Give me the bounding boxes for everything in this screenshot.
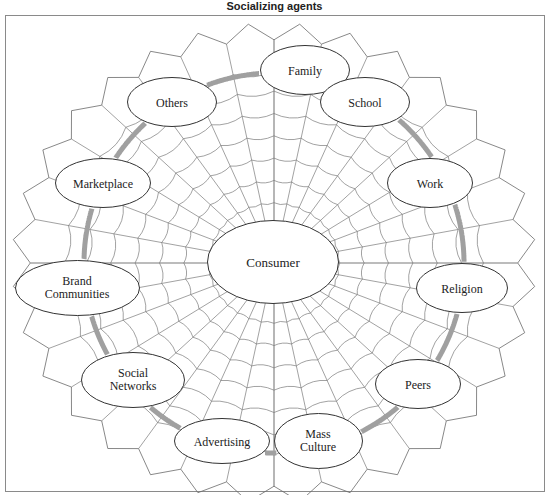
ellipse-shape (56, 159, 151, 208)
ellipse-shape (274, 414, 362, 469)
ring-connector (116, 123, 145, 158)
node-label: Family (288, 65, 322, 78)
ellipse-shape (208, 221, 339, 304)
web-ring (86, 91, 461, 435)
text-holder: Religion (441, 279, 482, 297)
text-holder: Others (156, 93, 188, 111)
ellipse-shape (175, 419, 270, 464)
node-label: Peers (405, 379, 431, 392)
text-holder: Advertising (194, 432, 251, 450)
ring-connector (92, 316, 108, 354)
node-label: Religion (441, 283, 482, 296)
web-outline (13, 24, 534, 495)
agent-ellipse: Brand Communities (15, 260, 140, 316)
text-holder: Peers (405, 375, 431, 393)
ring-connector (437, 314, 457, 360)
node-label: Advertising (194, 436, 251, 449)
node-label: Consumer (246, 256, 299, 269)
node-label: Marketplace (73, 178, 133, 191)
text-holder: Social Networks (100, 367, 166, 394)
agent-ellipse: Advertising (174, 418, 270, 464)
ellipse-shape (128, 78, 217, 127)
web-ring (208, 203, 340, 324)
ring-connector (399, 120, 432, 157)
agent-ellipse: Work (387, 158, 473, 208)
ring-connector (362, 407, 398, 432)
ring-connector (151, 407, 181, 428)
ring-connector (207, 74, 259, 86)
agent-ellipse: Others (127, 77, 217, 127)
text-holder: Consumer (246, 253, 299, 271)
center-ellipse: Consumer (207, 220, 339, 304)
ellipse-shape (417, 264, 508, 313)
text-holder: Family (288, 61, 322, 79)
agent-ellipse: Mass Culture (274, 413, 363, 469)
ring-connector (265, 450, 276, 455)
agent-ellipse: Peers (375, 359, 461, 409)
ellipse-shape (376, 360, 461, 409)
node-label: Brand Communities (37, 275, 117, 301)
web-ring (65, 71, 484, 455)
agent-ellipse: Marketplace (55, 158, 151, 208)
ellipse-shape (388, 159, 473, 208)
text-holder: Marketplace (73, 174, 133, 192)
ellipse-shape (321, 78, 410, 127)
web-ring (160, 158, 389, 368)
agent-ellipse: School (320, 77, 410, 127)
node-label: Others (156, 97, 188, 110)
web-ring (184, 180, 364, 345)
text-holder: Work (417, 174, 443, 192)
ring-connector (84, 209, 92, 259)
ellipse-shape (15, 261, 139, 316)
text-holder: Mass Culture (290, 428, 346, 455)
node-label: School (348, 97, 381, 110)
ring-connector (455, 205, 464, 262)
text-holder: School (348, 93, 381, 111)
node-label: Mass Culture (290, 428, 346, 454)
text-holder: Brand Communities (37, 275, 117, 302)
node-label: Social Networks (100, 367, 166, 393)
web-ring (135, 136, 413, 390)
agent-ellipse: Religion (416, 263, 508, 313)
ellipse-shape (82, 353, 185, 408)
agent-ellipse: Social Networks (81, 352, 185, 408)
figure-title: Socializing agents (0, 0, 549, 12)
node-label: Work (417, 178, 443, 191)
